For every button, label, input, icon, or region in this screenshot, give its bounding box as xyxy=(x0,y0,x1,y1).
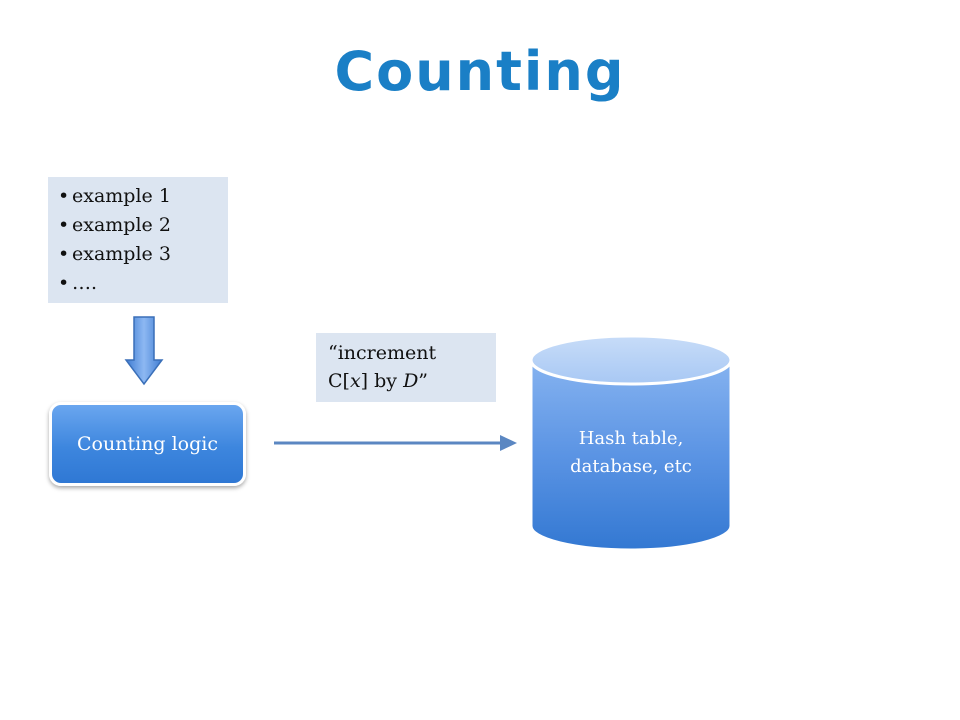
hash-table-label: Hash table, database, etc xyxy=(531,425,731,481)
increment-word: increment xyxy=(337,342,437,364)
slide-title: Counting xyxy=(334,40,626,103)
bullet-icon: • xyxy=(58,243,70,265)
bullet-icon: • xyxy=(58,272,70,294)
bullet-icon: • xyxy=(58,214,70,236)
c-prefix: C[ xyxy=(328,370,350,392)
list-item: •example 1 xyxy=(58,182,228,211)
increment-note: “increment C[x] by D” xyxy=(316,333,496,402)
list-item: •example 2 xyxy=(58,211,228,240)
var-d: D xyxy=(403,370,419,392)
example-text: …. xyxy=(72,272,98,294)
examples-box: •example 1 •example 2 •example 3 •…. xyxy=(48,177,228,303)
database-cylinder-icon xyxy=(529,334,733,552)
counting-logic-box: Counting logic xyxy=(49,402,246,486)
open-quote: “ xyxy=(328,342,338,364)
example-text: example 2 xyxy=(72,214,171,236)
counting-logic-label: Counting logic xyxy=(77,433,218,455)
increment-line-1: “increment xyxy=(328,339,496,367)
close-quote: ” xyxy=(418,370,429,392)
increment-line-2: C[x] by D” xyxy=(328,367,496,395)
right-arrow-icon xyxy=(274,435,517,451)
down-arrow-icon xyxy=(124,316,164,386)
hash-table-line-1: Hash table, xyxy=(578,428,684,449)
list-item: •example 3 xyxy=(58,240,228,269)
example-text: example 3 xyxy=(72,243,171,265)
list-item: •…. xyxy=(58,269,228,298)
examples-list: •example 1 •example 2 •example 3 •…. xyxy=(58,182,228,298)
hash-table-line-2: database, etc xyxy=(570,456,692,477)
c-suffix: ] by xyxy=(360,370,404,392)
bullet-icon: • xyxy=(58,185,70,207)
example-text: example 1 xyxy=(72,185,171,207)
var-x: x xyxy=(349,370,361,392)
